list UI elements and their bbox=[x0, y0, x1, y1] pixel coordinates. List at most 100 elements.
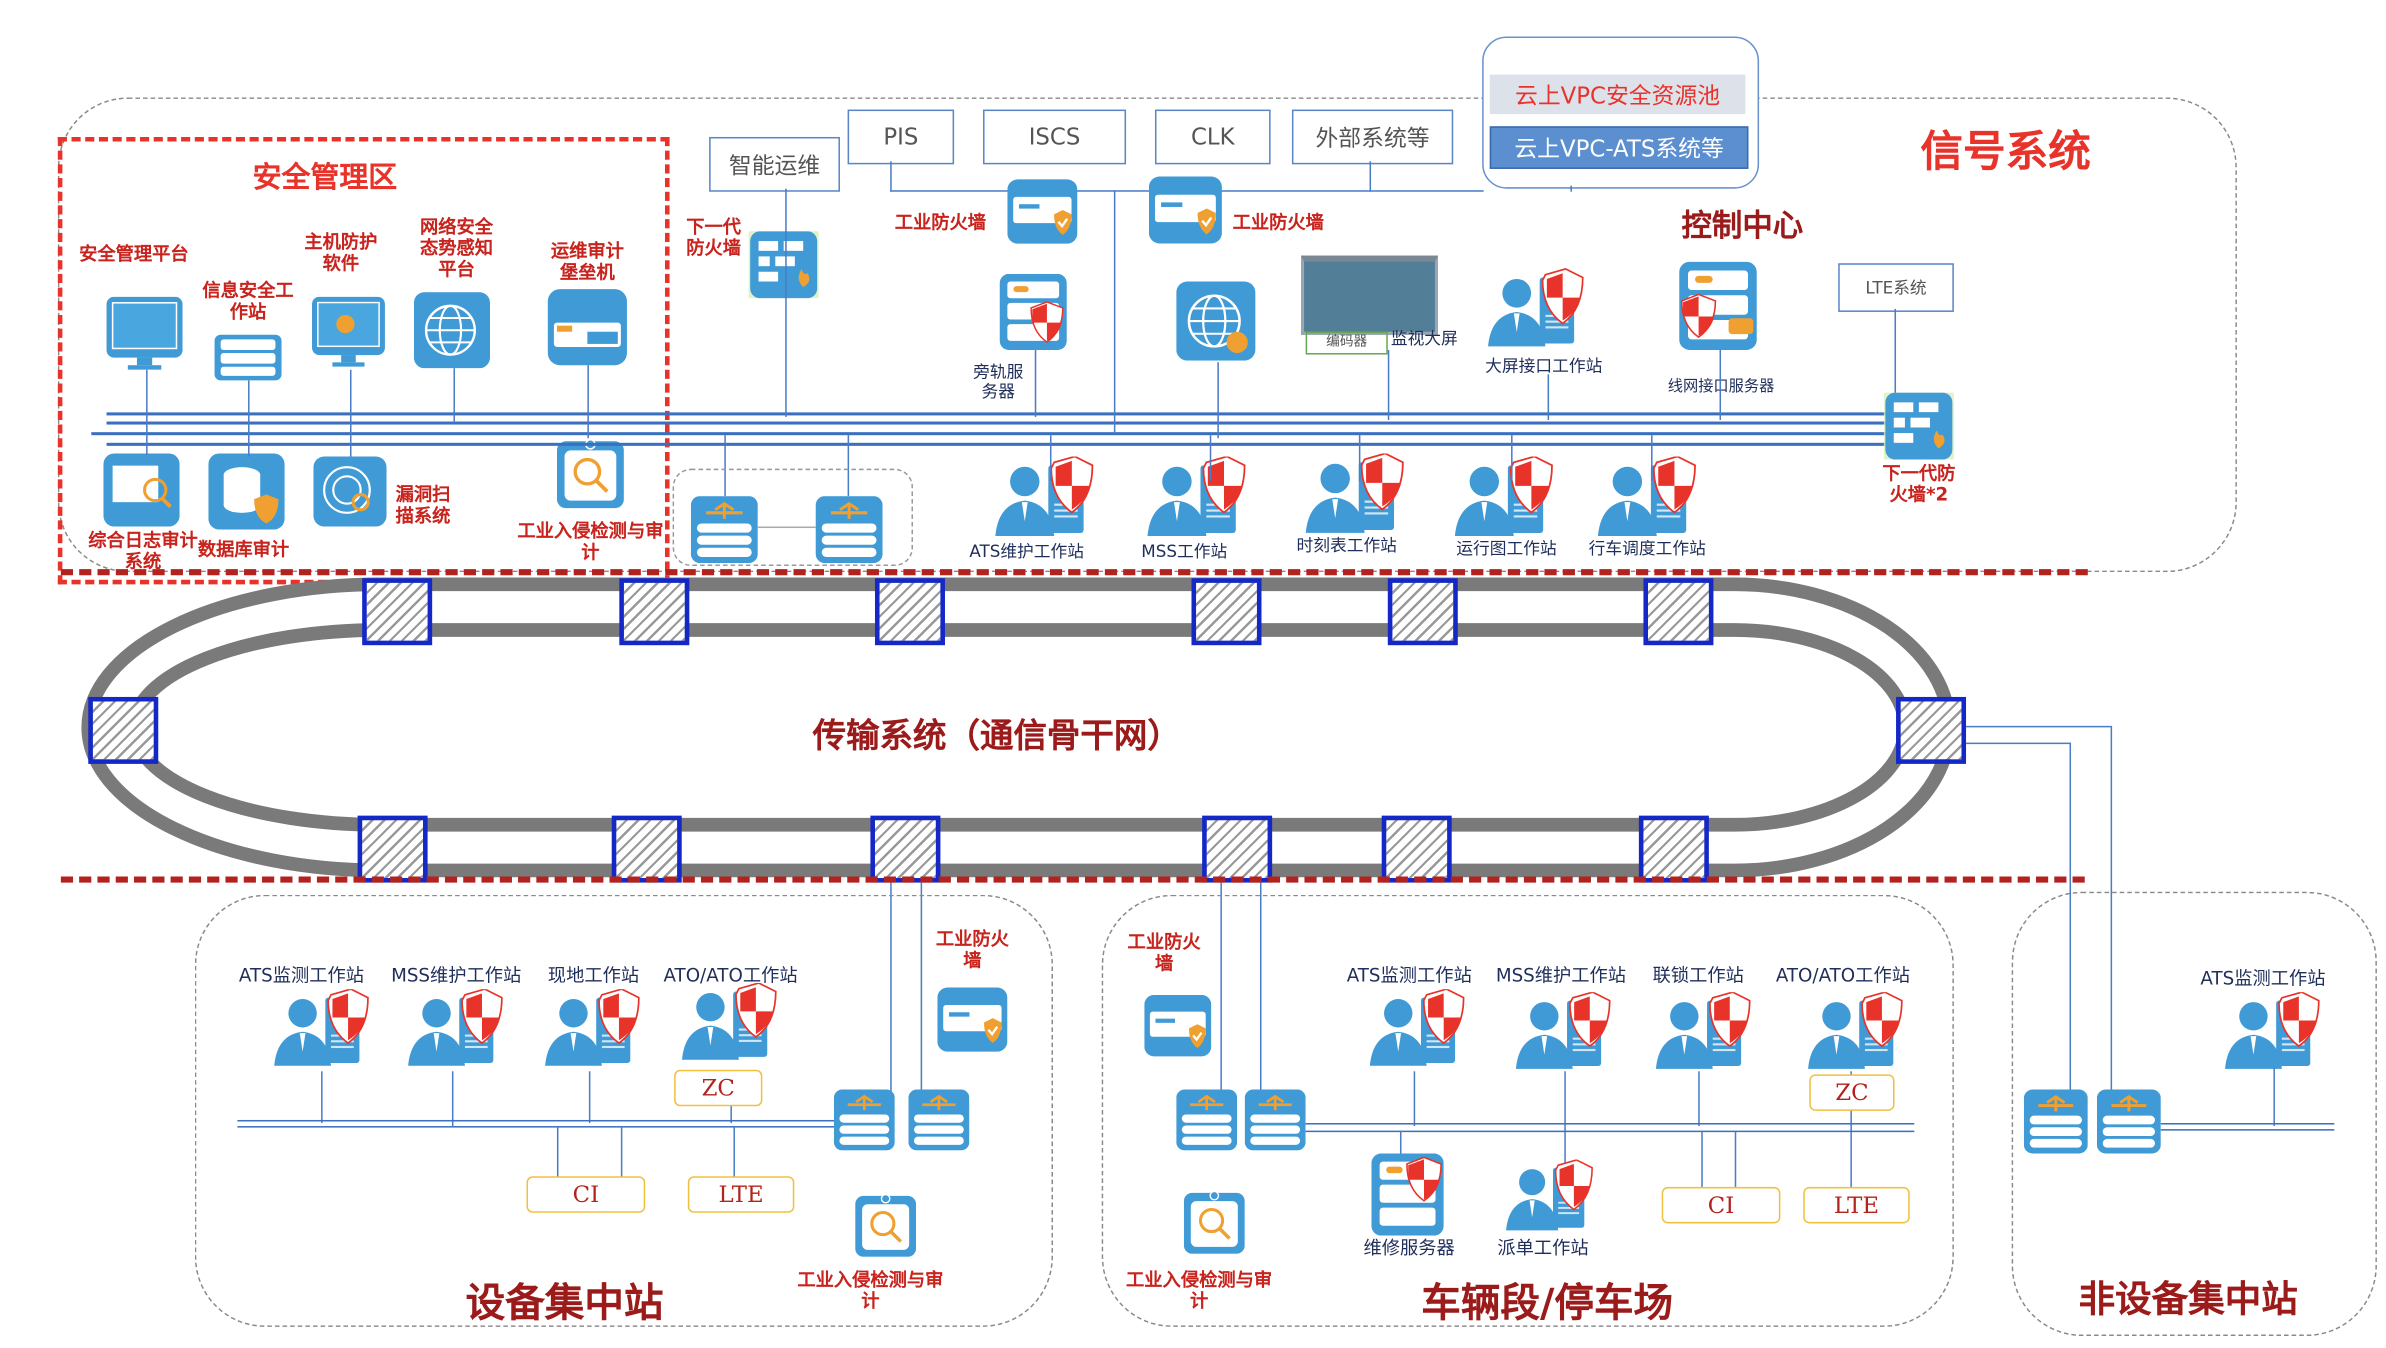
cloud-ats-system: 云上VPC-ATS系统等 bbox=[1489, 126, 1749, 169]
link bbox=[453, 368, 455, 424]
link bbox=[1399, 1130, 1402, 1159]
db-audit-icon bbox=[208, 453, 285, 530]
link bbox=[1698, 1071, 1700, 1127]
signal-system-title: 信号系统 bbox=[1920, 126, 2091, 177]
ext-pis: PIS bbox=[847, 109, 955, 165]
link bbox=[587, 365, 589, 439]
link bbox=[1259, 882, 1262, 1093]
transport-title: 传输系统（通信骨干网） bbox=[812, 718, 1181, 757]
depot-switch-icon bbox=[1245, 1090, 1306, 1151]
label-ngfw-x2: 下一代防火墙*2 bbox=[1882, 462, 1956, 506]
security-zone-title: 安全管理区 bbox=[252, 161, 398, 195]
encoder-box: 编码器 bbox=[1305, 331, 1388, 355]
label-control-ws: 时刻表工作站 bbox=[1296, 535, 1397, 556]
station-mss-ws-icon bbox=[405, 989, 505, 1074]
depot-ids-icon bbox=[1184, 1190, 1245, 1254]
link bbox=[1220, 882, 1222, 1093]
label-station-fw: 工业防火墙 bbox=[935, 928, 1009, 971]
link bbox=[1113, 190, 1116, 434]
label-control-ws: ATS维护工作站 bbox=[969, 541, 1085, 562]
cloud-vpc-group: 云上VPC安全资源池 云上VPC-ATS系统等 bbox=[1482, 36, 1760, 189]
non-station-ws-icon bbox=[2222, 992, 2322, 1077]
link bbox=[1719, 349, 1722, 420]
label-info-sec-ws: 信息安全工作站 bbox=[202, 279, 294, 323]
ext-smart-om: 智能运维 bbox=[709, 136, 840, 192]
station-ci: CI bbox=[526, 1176, 646, 1213]
globe-gear-icon bbox=[1176, 282, 1255, 361]
station-ato-ws-icon bbox=[679, 983, 779, 1068]
label-depot-ids: 工业入侵检测与审计 bbox=[1126, 1269, 1273, 1312]
link bbox=[620, 1126, 623, 1178]
depot-title: 车辆段/停车场 bbox=[1421, 1281, 1674, 1327]
station-bus bbox=[237, 1126, 844, 1128]
label-station-ws: ATO/ATO工作站 bbox=[663, 964, 798, 987]
separator-bottom bbox=[60, 876, 2085, 883]
ring-node bbox=[611, 815, 682, 883]
non-concentrator-station-zone bbox=[2011, 891, 2377, 1337]
link bbox=[1511, 435, 1513, 481]
non-station-switch-icon bbox=[2097, 1090, 2161, 1154]
link bbox=[349, 369, 352, 457]
label-mgmt-platform: 安全管理平台 bbox=[79, 243, 189, 265]
link bbox=[1894, 308, 1897, 395]
label-line-server: 线网接口服务器 bbox=[1667, 378, 1775, 396]
station-switch-icon bbox=[834, 1090, 895, 1151]
link bbox=[1049, 435, 1052, 481]
ring-node bbox=[1381, 815, 1452, 883]
label-bypass-server: 旁轨服务器 bbox=[973, 362, 1024, 402]
link bbox=[1547, 374, 1550, 420]
label-screen-ws: 大屏接口工作站 bbox=[1485, 356, 1603, 376]
host-protect-icon bbox=[312, 297, 385, 367]
link bbox=[1034, 349, 1037, 417]
label-depot-ws: ATO/ATO工作站 bbox=[1775, 964, 1910, 987]
concentrator-station-title: 设备集中站 bbox=[465, 1281, 664, 1327]
label-ids: 工业入侵检测与审计 bbox=[517, 520, 664, 564]
label-maint-server: 维修服务器 bbox=[1363, 1237, 1455, 1259]
depot-bus bbox=[1305, 1130, 1915, 1133]
link bbox=[733, 1126, 735, 1178]
label-ind-fw-2: 工业防火墙 bbox=[1232, 211, 1324, 233]
non-station-switch-icon bbox=[2024, 1090, 2088, 1154]
label-depot-fw: 工业防火墙 bbox=[1127, 931, 1201, 974]
ring-node bbox=[357, 815, 428, 883]
link bbox=[1217, 362, 1219, 439]
label-control-ws: 行车调度工作站 bbox=[1588, 538, 1706, 559]
non-station-bus bbox=[2160, 1123, 2335, 1125]
ring-node bbox=[88, 696, 159, 764]
separator-top bbox=[60, 569, 2088, 576]
station-switch-icon bbox=[908, 1090, 969, 1151]
depot-mss-ws-icon bbox=[1513, 992, 1613, 1077]
link bbox=[890, 882, 892, 1093]
ring-node bbox=[1191, 578, 1262, 646]
label-station-ws: ATS监测工作站 bbox=[238, 964, 365, 987]
ring-node bbox=[870, 815, 941, 883]
station-ids-icon bbox=[855, 1193, 916, 1257]
control-center-title: 控制中心 bbox=[1681, 206, 1804, 244]
station-firewall-icon bbox=[937, 986, 1007, 1053]
concentrator-station-zone bbox=[194, 894, 1054, 1327]
link bbox=[321, 1071, 323, 1124]
label-control-ws: MSS工作站 bbox=[1141, 541, 1228, 562]
link bbox=[588, 1071, 591, 1124]
log-audit-icon bbox=[103, 453, 180, 527]
label-ngfw: 下一代防火墙 bbox=[686, 216, 742, 259]
control-bus-3 bbox=[91, 432, 1951, 436]
link bbox=[1966, 725, 2111, 728]
depot-bus bbox=[1305, 1123, 1915, 1125]
link bbox=[1413, 1071, 1416, 1127]
link bbox=[920, 882, 923, 1093]
station-bus bbox=[237, 1119, 844, 1122]
video-wall bbox=[1301, 255, 1439, 335]
label-situation: 网络安全态势感知平台 bbox=[419, 216, 494, 280]
ring-node bbox=[1643, 578, 1714, 646]
link bbox=[2110, 725, 2113, 1093]
link bbox=[2273, 1068, 2275, 1127]
depot-ci: CI bbox=[1661, 1186, 1781, 1224]
link bbox=[1564, 1071, 1566, 1194]
link bbox=[1651, 435, 1653, 481]
line-server-icon bbox=[1677, 262, 1759, 350]
maint-server-icon bbox=[1370, 1153, 1446, 1235]
non-station-bus bbox=[2160, 1129, 2335, 1131]
